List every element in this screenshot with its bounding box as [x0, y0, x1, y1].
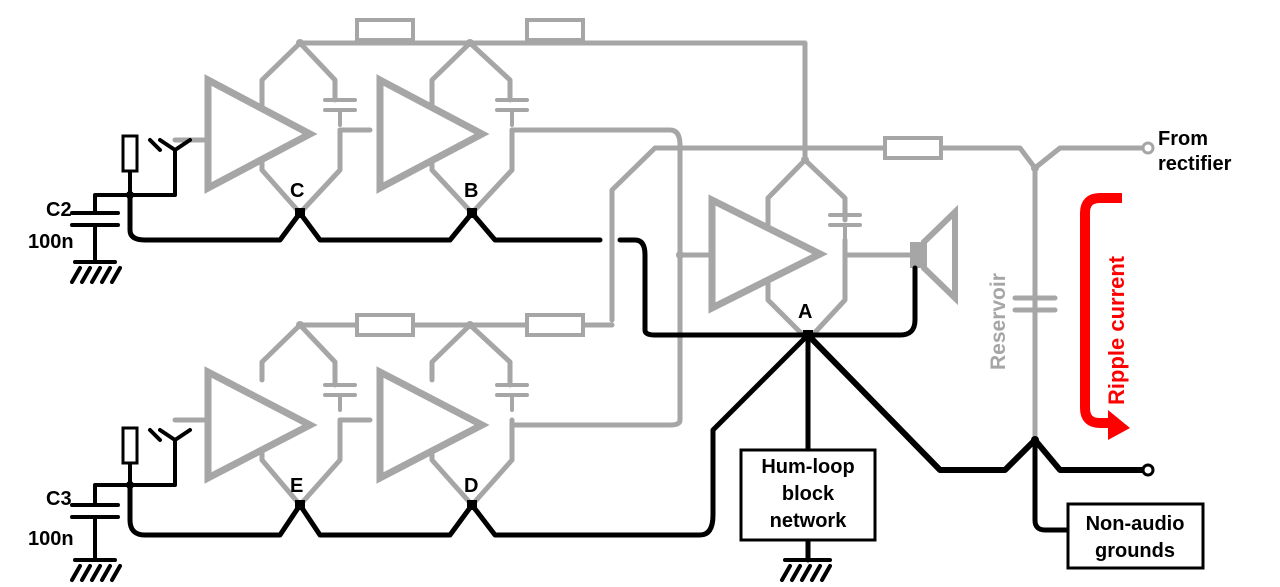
amp-upper-1 — [204, 74, 318, 194]
resistors — [355, 18, 943, 337]
speaker-icon — [910, 204, 958, 306]
hum-loop-line3: network — [770, 510, 848, 532]
non-audio-line1: Non-audio — [1086, 513, 1185, 535]
capacitor-c3-value: 100n — [28, 528, 74, 550]
amplifiers — [204, 74, 828, 484]
non-audio-line2: grounds — [1095, 540, 1175, 562]
node-label-a: A — [798, 301, 812, 323]
amp-upper-2 — [376, 74, 490, 194]
node-label-b: B — [464, 180, 478, 202]
resistor-r5 — [525, 313, 585, 337]
ripple-current-arrow — [1080, 193, 1130, 440]
resistor-r4 — [355, 313, 415, 337]
ground-wiring — [70, 138, 1148, 582]
resistor-r1 — [355, 18, 415, 42]
input-resistor-lower — [121, 426, 139, 465]
hum-loop-line1: Hum-loop — [761, 456, 854, 478]
hum-loop-line2: block — [782, 483, 835, 505]
capacitor-c3-name: C3 — [46, 488, 72, 510]
input-resistor-upper — [121, 134, 139, 173]
amp-lower-2 — [376, 366, 490, 484]
feedback-capacitors — [323, 98, 1058, 412]
amp-output — [708, 194, 828, 314]
ripple-current-label: Ripple current — [1104, 255, 1129, 405]
capacitor-c2-name: C2 — [46, 199, 72, 221]
capacitor-c2-value: 100n — [28, 231, 74, 253]
node-label-d: D — [464, 475, 478, 497]
hum-loop-block-box: Hum-loop block network — [739, 448, 877, 542]
non-audio-grounds-box: Non-audio grounds — [1066, 502, 1205, 570]
node-dots — [126, 39, 1155, 510]
node-label-e: E — [290, 475, 303, 497]
resistor-r3 — [883, 136, 943, 160]
from-rectifier-label-line2: rectifier — [1158, 153, 1232, 175]
reservoir-label: Reservoir — [987, 273, 1010, 370]
node-label-c: C — [290, 180, 304, 202]
from-rectifier-label-line1: From — [1158, 128, 1208, 150]
resistor-r2 — [525, 18, 585, 42]
amp-lower-1 — [204, 366, 318, 484]
